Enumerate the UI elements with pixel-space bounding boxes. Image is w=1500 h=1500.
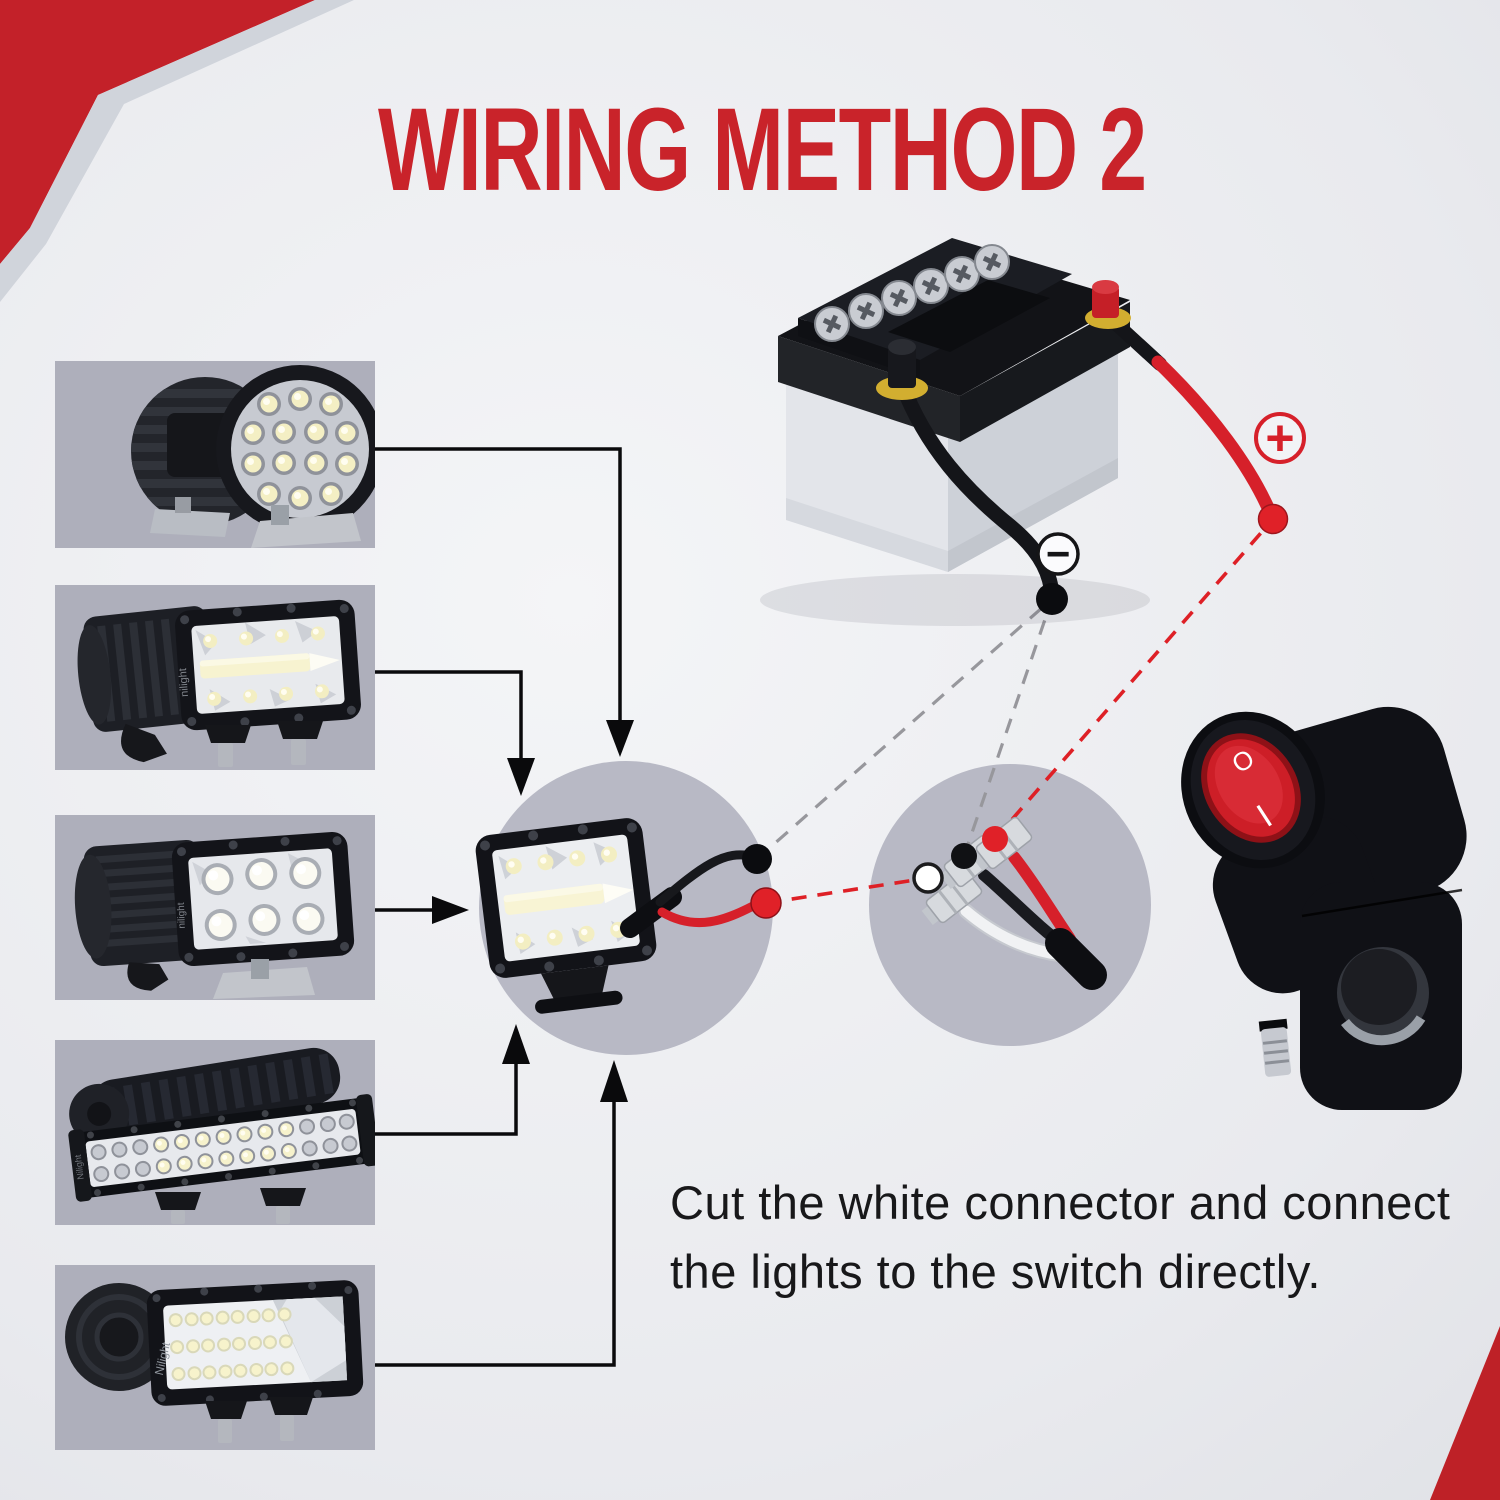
product-image-round-led-work-light-pair [131, 365, 375, 548]
negative-symbol: − [1046, 530, 1071, 577]
dashed-light-to-white-connector [765, 876, 929, 905]
red-connector-marker [982, 826, 1008, 852]
page-title: WIRING METHOD 2 [378, 84, 1147, 216]
white-connector-marker [912, 862, 944, 894]
front-pod: nilight [171, 832, 355, 966]
handlebar-switch: O I [1181, 706, 1467, 1110]
product-image-triple-row-led-pods: nilight [77, 599, 361, 767]
corner-decoration-top-left [0, 0, 315, 264]
dashed-connections [755, 517, 1275, 905]
mounting-bracket [213, 959, 315, 999]
mounting-bolts [155, 1188, 306, 1224]
brand-label: nilight [177, 668, 191, 698]
instruction-line-1: Cut the white connector and connect [670, 1176, 1451, 1229]
battery-illustration: − + [760, 238, 1306, 626]
negative-badge: − [1036, 530, 1080, 577]
light-red-wire-dot [750, 887, 782, 919]
product-tile-dual-row-pods: nilight [55, 815, 375, 1000]
mounting-bolts [205, 721, 323, 767]
front-round-light [216, 365, 375, 548]
instruction-note: Cut the white connector and connect the … [670, 1168, 1450, 1306]
product-tile-round-light [55, 361, 375, 548]
light-red-wire [657, 901, 758, 928]
corner-band-top-left [0, 0, 354, 302]
product-image-dual-row-led-pods: nilight [74, 832, 355, 999]
positive-badge: + [1254, 410, 1306, 466]
black-connector-marker [951, 843, 977, 869]
clamp-bolt [1258, 1018, 1292, 1077]
product-tile-light-bar: Nilight [55, 1040, 375, 1225]
positive-terminal [1085, 280, 1131, 329]
cable-sheath [1045, 928, 1107, 990]
flow-arrowheads [432, 720, 634, 1102]
front-pod: Nilight [146, 1280, 364, 1406]
product-image-flood-led-pods: Nilight [65, 1280, 364, 1443]
product-tile-triple-row-pods: nilight [55, 585, 375, 770]
brand-label: Nilight [73, 1154, 86, 1181]
corner-decoration-bottom-right [1430, 1326, 1500, 1500]
instruction-line-2: the lights to the switch directly. [670, 1245, 1321, 1298]
wire-connectors [912, 814, 1107, 990]
dashed-negative-from-connector [962, 598, 1054, 857]
hub-led-pod [475, 818, 782, 1014]
mounting-bolts [205, 1397, 313, 1443]
positive-cable [1151, 355, 1279, 524]
battery-negative-wire-dot [1036, 583, 1068, 615]
negative-terminal [876, 339, 928, 400]
front-bar: Nilight [68, 1094, 375, 1202]
dashed-negative-from-light [755, 597, 1054, 861]
positive-symbol: + [1265, 410, 1294, 466]
rear-pod [65, 1283, 173, 1391]
flow-lines [375, 447, 622, 1367]
front-pod: nilight [175, 599, 361, 731]
negative-cable [894, 376, 1060, 604]
product-tile-flood-pods: Nilight [55, 1265, 375, 1450]
rocker-button: O I [1201, 733, 1301, 843]
battery-positive-wire-dot [1257, 503, 1289, 535]
dashed-positive-from-connector [993, 517, 1275, 841]
product-image-double-row-light-bar: Nilight [68, 1047, 375, 1224]
brand-label: nilight [176, 902, 188, 929]
light-black-wire-dot [742, 844, 772, 874]
